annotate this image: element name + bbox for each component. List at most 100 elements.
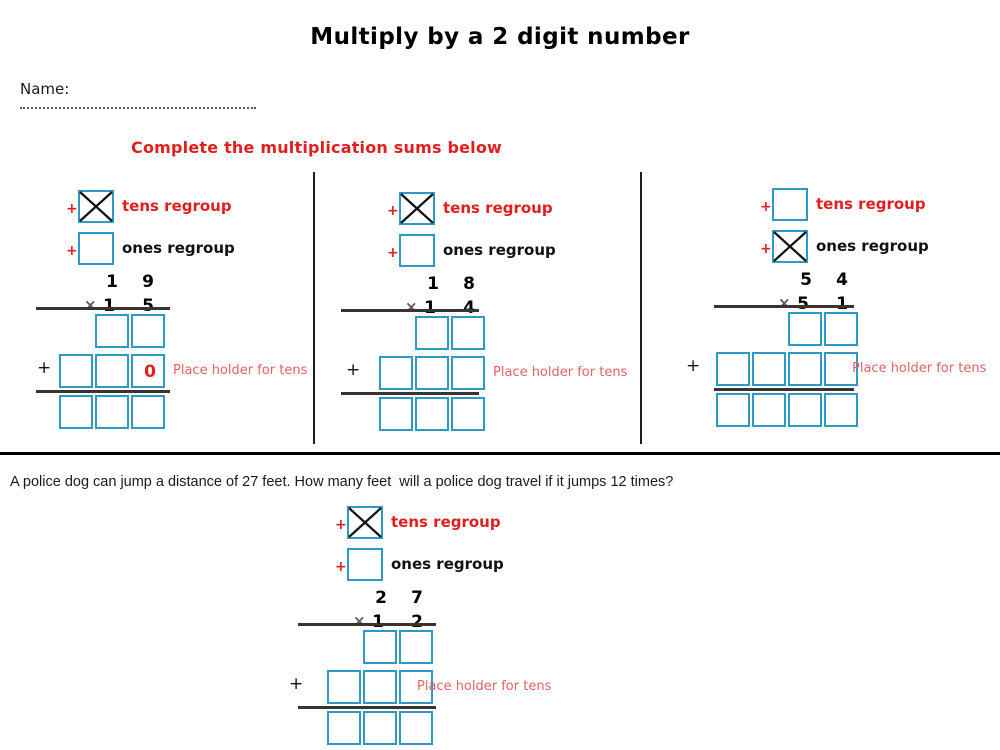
multiplicand-ones-digit: 8 bbox=[463, 274, 475, 294]
answer-box[interactable] bbox=[788, 393, 822, 427]
multiplier-ones-digit: 2 bbox=[411, 612, 423, 632]
cross-out-icon bbox=[773, 231, 807, 262]
tens-regroup-label: tens regroup bbox=[122, 197, 232, 215]
answer-box[interactable] bbox=[399, 630, 433, 664]
answer-box[interactable] bbox=[363, 711, 397, 745]
page-title: Multiply by a 2 digit number bbox=[310, 24, 690, 50]
multiplicand-ones-digit: 4 bbox=[836, 270, 848, 290]
multiplicand-tens-digit: 5 bbox=[800, 270, 812, 290]
multiplier-ones-digit: 1 bbox=[836, 294, 848, 314]
addition-plus-sign: + bbox=[346, 360, 361, 380]
multiplier-ones-digit: 4 bbox=[463, 298, 475, 318]
answer-box[interactable] bbox=[824, 352, 858, 386]
multiplier-ones-digit: 5 bbox=[142, 296, 154, 316]
tens-regroup-label: tens regroup bbox=[391, 513, 501, 531]
answer-box[interactable]: 0 bbox=[131, 354, 165, 388]
ones-regroup-label: ones regroup bbox=[391, 555, 504, 573]
addition-rule bbox=[36, 390, 170, 393]
multiplication-rule bbox=[714, 305, 854, 308]
tens-regroup-box[interactable] bbox=[347, 506, 383, 539]
addition-plus-sign: + bbox=[37, 358, 52, 378]
answer-box[interactable] bbox=[415, 316, 449, 350]
multiplication-sign: × bbox=[778, 294, 791, 312]
name-write-line[interactable] bbox=[20, 107, 256, 109]
answer-box[interactable] bbox=[399, 670, 433, 704]
plus-sign-tens: + bbox=[335, 517, 347, 533]
answer-box[interactable] bbox=[399, 711, 433, 745]
answer-box[interactable] bbox=[451, 397, 485, 431]
multiplier-tens-digit: 1 bbox=[103, 296, 115, 316]
place-holder-note: Place holder for tens bbox=[417, 679, 552, 694]
zero-placeholder: 0 bbox=[144, 362, 156, 382]
cross-out-icon bbox=[348, 507, 382, 538]
answer-box[interactable] bbox=[379, 397, 413, 431]
word-problem-text: A police dog can jump a distance of 27 f… bbox=[10, 474, 674, 490]
tens-regroup-box[interactable] bbox=[78, 190, 114, 223]
answer-box[interactable] bbox=[788, 352, 822, 386]
addition-plus-sign: + bbox=[686, 356, 701, 376]
ones-regroup-box[interactable] bbox=[399, 234, 435, 267]
answer-box[interactable] bbox=[415, 397, 449, 431]
answer-box[interactable] bbox=[131, 395, 165, 429]
ones-regroup-label: ones regroup bbox=[122, 239, 235, 257]
answer-box[interactable] bbox=[59, 395, 93, 429]
multiplier-tens-digit: 1 bbox=[424, 298, 436, 318]
cross-out-icon bbox=[400, 193, 434, 224]
place-holder-note: Place holder for tens bbox=[173, 363, 308, 378]
tens-regroup-box[interactable] bbox=[399, 192, 435, 225]
answer-box[interactable] bbox=[363, 670, 397, 704]
multiplication-rule bbox=[36, 307, 170, 310]
answer-box[interactable] bbox=[824, 393, 858, 427]
multiplier-tens-digit: 1 bbox=[372, 612, 384, 632]
multiplicand-tens-digit: 1 bbox=[427, 274, 439, 294]
answer-box[interactable] bbox=[824, 312, 858, 346]
ones-regroup-box[interactable] bbox=[78, 232, 114, 265]
ones-regroup-label: ones regroup bbox=[443, 241, 556, 259]
addition-rule bbox=[341, 392, 479, 395]
answer-box[interactable] bbox=[95, 354, 129, 388]
answer-box[interactable] bbox=[716, 393, 750, 427]
vertical-divider-2 bbox=[640, 172, 642, 444]
name-field: Name: bbox=[20, 80, 260, 109]
multiplicand-ones-digit: 7 bbox=[411, 588, 423, 608]
addition-rule bbox=[714, 388, 854, 391]
ones-regroup-box[interactable] bbox=[347, 548, 383, 581]
multiplier-tens-digit: 5 bbox=[797, 294, 809, 314]
answer-box[interactable] bbox=[379, 356, 413, 390]
answer-box[interactable] bbox=[451, 316, 485, 350]
tens-regroup-box[interactable] bbox=[772, 188, 808, 221]
addition-plus-sign: + bbox=[289, 674, 304, 694]
cross-out-icon bbox=[79, 191, 113, 222]
answer-box[interactable] bbox=[131, 314, 165, 348]
answer-box[interactable] bbox=[788, 312, 822, 346]
multiplicand-tens-digit: 2 bbox=[375, 588, 387, 608]
answer-box[interactable] bbox=[327, 670, 361, 704]
plus-sign-ones: + bbox=[760, 241, 772, 257]
multiplication-sign: × bbox=[84, 296, 97, 314]
plus-sign-ones: + bbox=[387, 245, 399, 261]
answer-box[interactable] bbox=[327, 711, 361, 745]
plus-sign-ones: + bbox=[66, 243, 78, 259]
answer-box[interactable] bbox=[415, 356, 449, 390]
answer-box[interactable] bbox=[752, 393, 786, 427]
answer-box[interactable] bbox=[59, 354, 93, 388]
place-holder-note: Place holder for tens bbox=[852, 361, 987, 376]
horizontal-divider bbox=[0, 452, 1000, 455]
multiplicand-ones-digit: 9 bbox=[142, 272, 154, 292]
multiplication-sign: × bbox=[405, 298, 418, 316]
multiplication-sign: × bbox=[353, 612, 366, 630]
answer-box[interactable] bbox=[95, 395, 129, 429]
answer-box[interactable] bbox=[716, 352, 750, 386]
answer-box[interactable] bbox=[451, 356, 485, 390]
tens-regroup-label: tens regroup bbox=[443, 199, 553, 217]
answer-box[interactable] bbox=[752, 352, 786, 386]
plus-sign-tens: + bbox=[760, 199, 772, 215]
vertical-divider-1 bbox=[313, 172, 315, 444]
answer-box[interactable] bbox=[363, 630, 397, 664]
multiplication-rule bbox=[341, 309, 479, 312]
answer-box[interactable] bbox=[95, 314, 129, 348]
plus-sign-tens: + bbox=[387, 203, 399, 219]
ones-regroup-box[interactable] bbox=[772, 230, 808, 263]
multiplicand-tens-digit: 1 bbox=[106, 272, 118, 292]
place-holder-note: Place holder for tens bbox=[493, 365, 628, 380]
